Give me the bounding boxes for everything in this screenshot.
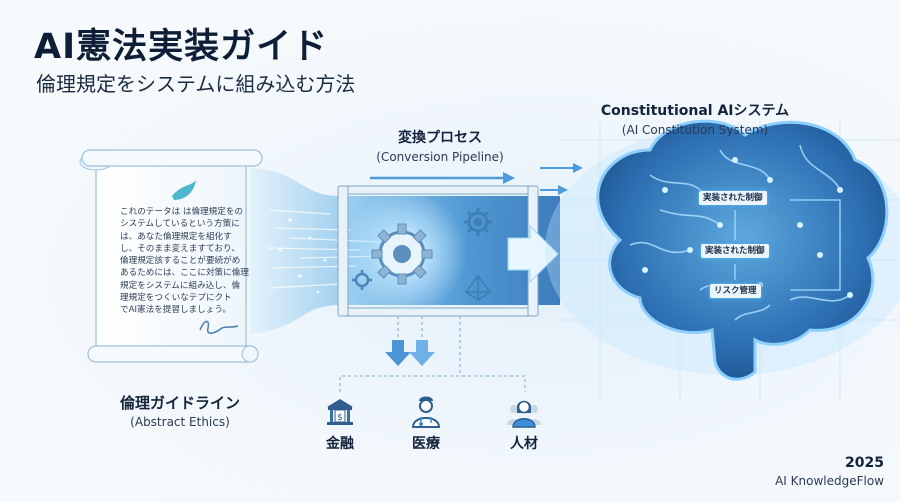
guideline-label: 倫理ガイドライン (Abstract Ethics) <box>100 392 260 429</box>
sector-label: 人材 <box>510 436 538 452</box>
module-box: リスク管理 <box>709 283 762 299</box>
document-line: でAI憲法を提習しましょう。 <box>120 305 232 316</box>
document-line: し、そのまま変えますており、 <box>120 243 240 254</box>
module-box: 実装された制御 <box>698 190 768 206</box>
doctor-icon <box>411 396 441 428</box>
ethics-document-text: これのテータは は倫理規定をの システムしているという方策に は、あなた倫理規定… <box>120 206 249 317</box>
direction-arrows <box>370 163 583 195</box>
sector-hr: 人材 <box>494 393 554 453</box>
document-line: は、あなた倫理規定を組化す <box>120 231 232 242</box>
document-line: 規定をシステムに組み込し、倫 <box>120 280 241 291</box>
document-line: システムしているという方策に <box>120 219 240 230</box>
pipeline-output-arrow <box>507 224 559 284</box>
ethics-scroll <box>79 149 263 363</box>
module-connectors <box>734 199 841 291</box>
footer-year: 2025 <box>845 455 884 471</box>
leaf-icon <box>172 180 196 200</box>
document-line: これのテータは は倫理規定をの <box>120 207 244 217</box>
system-title: Constitutional AIシステム <box>600 103 790 119</box>
main-gear-icon <box>371 223 433 285</box>
signature-icon <box>199 320 239 334</box>
down-arrows <box>339 316 526 392</box>
document-line: 倫理規定該することが要続がめ <box>120 256 241 267</box>
diamond-icon <box>464 274 492 302</box>
sector-finance: $ 金融 <box>310 395 370 453</box>
sector-label: 医療 <box>412 436 440 452</box>
small-gear-icon <box>464 208 492 236</box>
guideline-subtitle: (Abstract Ethics) <box>130 415 230 429</box>
sector-label: 金融 <box>326 436 354 452</box>
system-label: Constitutional AIシステム (AI Constitution S… <box>590 100 800 137</box>
svg-text:$: $ <box>337 413 343 423</box>
person-icon <box>507 400 541 428</box>
page-title: AI憲法実装ガイド <box>34 27 329 67</box>
module-box: 実装された制御 <box>700 243 770 259</box>
flow-particles <box>278 218 327 294</box>
guideline-title: 倫理ガイドライン <box>119 394 240 412</box>
footer-brand: AI KnowledgeFlow <box>775 474 884 488</box>
sector-medical: 医療 <box>396 393 456 453</box>
pipeline-subtitle: (Conversion Pipeline) <box>376 150 504 164</box>
document-line: あるためには、ここに対策に倫理 <box>120 268 249 279</box>
small-gear-icon <box>352 270 372 290</box>
page-subtitle: 倫理規定をシステムに組み込む方法 <box>36 72 356 96</box>
document-line: 理規定をつくいなテプにクト <box>120 293 232 304</box>
pipeline-label: 変換プロセス (Conversion Pipeline) <box>360 127 520 164</box>
pipeline-title: 変換プロセス <box>398 130 482 146</box>
bank-icon: $ <box>327 399 353 425</box>
system-subtitle: (AI Constitution System) <box>621 123 769 137</box>
